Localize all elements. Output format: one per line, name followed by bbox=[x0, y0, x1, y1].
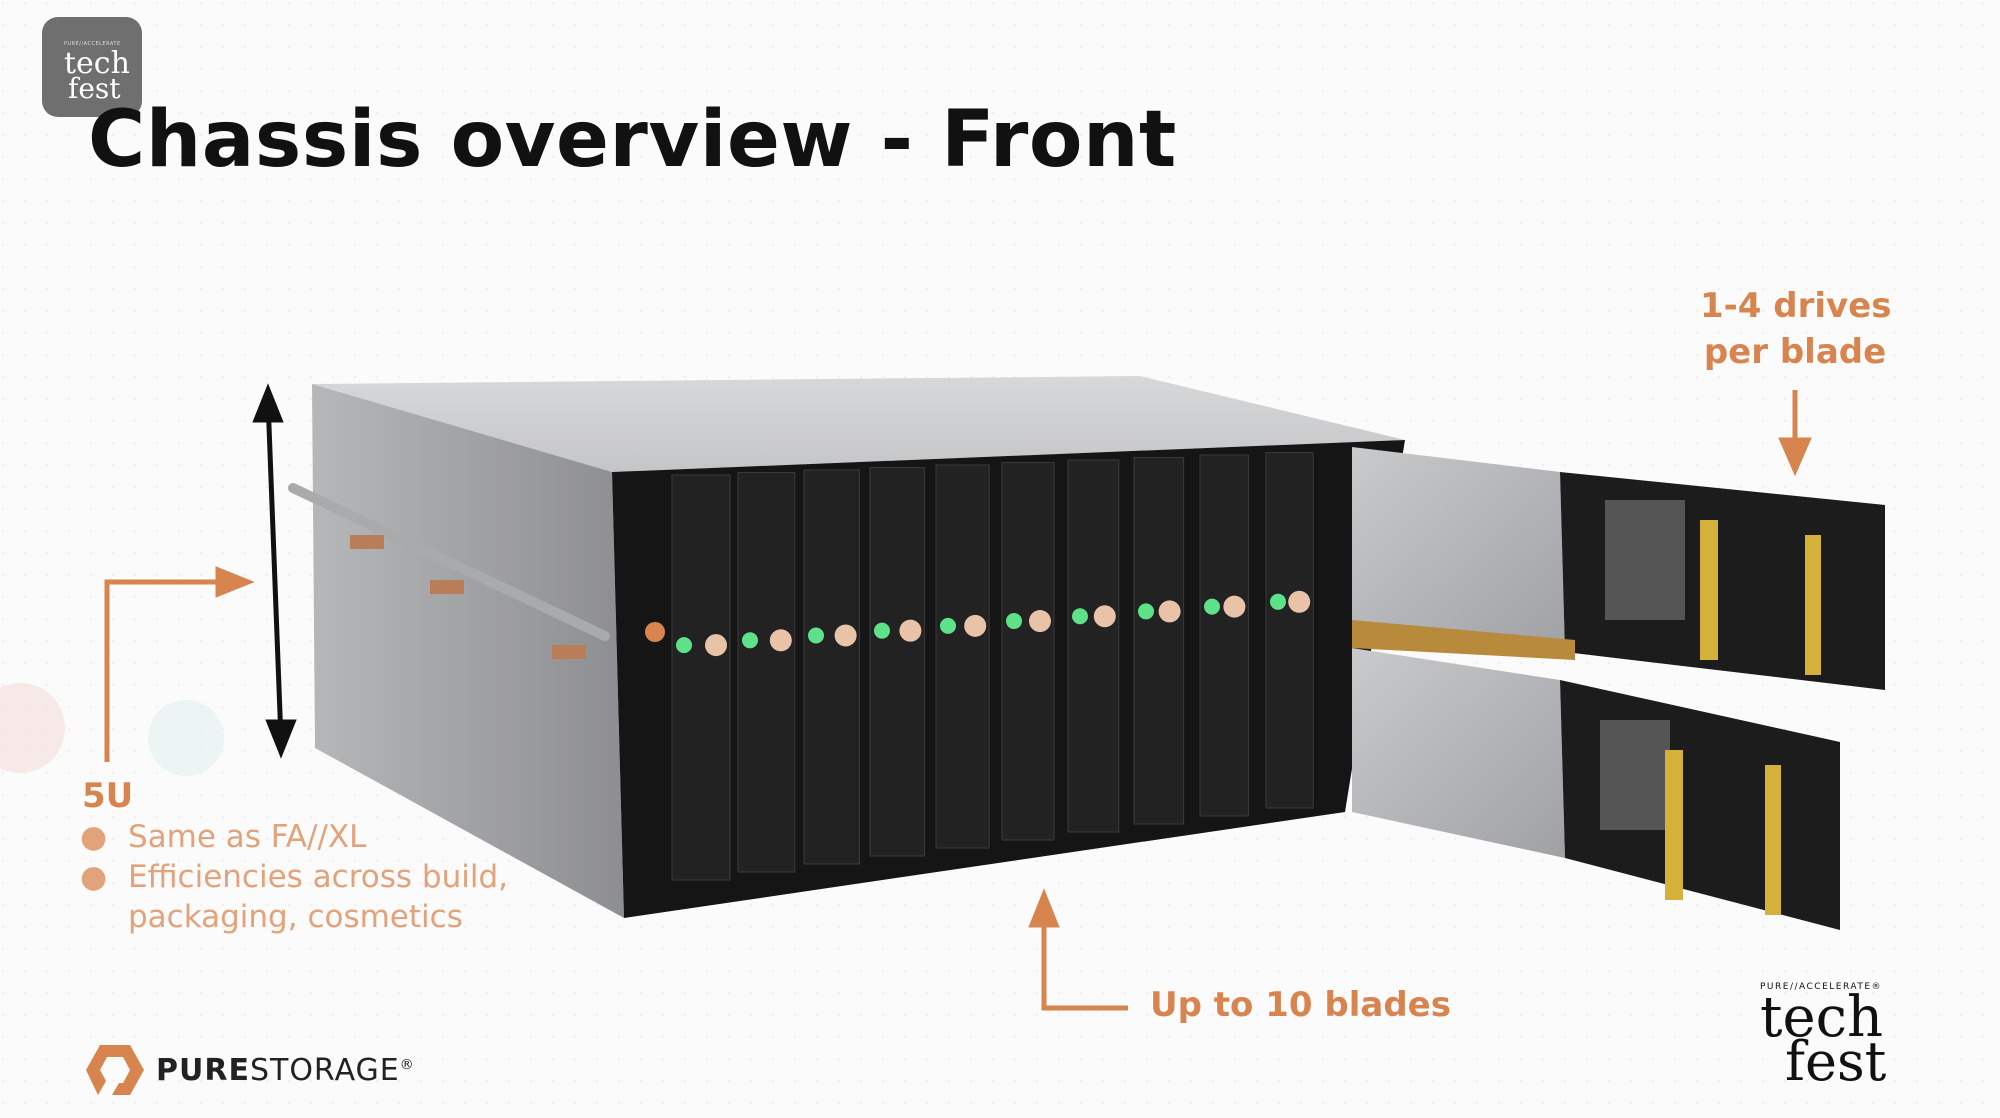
blade-slot bbox=[1265, 452, 1314, 809]
purestorage-mark-icon bbox=[86, 1045, 144, 1095]
bullet-item: ● Efficiencies across build, bbox=[80, 857, 508, 897]
blades-label: Up to 10 blades bbox=[1150, 985, 1451, 1025]
drives-label-line-1: 1-4 drives bbox=[1700, 286, 1892, 326]
height-label: 5U bbox=[82, 776, 134, 816]
slide-title: Chassis overview - Front bbox=[88, 95, 1177, 185]
extended-blade-lower bbox=[1352, 648, 1840, 930]
badge-small-text: PURE//ACCELERATE bbox=[64, 41, 121, 47]
status-led-icon bbox=[808, 627, 824, 644]
bullet-item-continuation: packaging, cosmetics bbox=[80, 897, 508, 937]
blade-slot bbox=[737, 472, 796, 873]
status-led-icon bbox=[1270, 593, 1286, 610]
drives-label-line-2: per blade bbox=[1703, 332, 1887, 372]
techfest-line-2: fest bbox=[1785, 1030, 1887, 1093]
rail-handle bbox=[288, 483, 610, 641]
bullet-dot-icon: ● bbox=[80, 859, 108, 895]
techfest-badge-logo: PURE//ACCELERATE tech fest bbox=[42, 17, 142, 117]
blade-latch-icon bbox=[1029, 610, 1051, 633]
bullet-text: Efficiencies across build, bbox=[128, 859, 508, 895]
feature-bullet-list: ● Same as FA//XL ● Efficiencies across b… bbox=[80, 817, 508, 937]
blade-latch-icon bbox=[1223, 595, 1246, 618]
blade-slot bbox=[1199, 454, 1249, 817]
drives-callout-arrow bbox=[1778, 390, 1812, 477]
blade-latch-icon bbox=[1288, 590, 1311, 613]
blade-latch-icon bbox=[1093, 605, 1116, 628]
blade-slot bbox=[1001, 462, 1055, 841]
blade-latch-icon bbox=[769, 629, 792, 652]
status-led-icon bbox=[940, 617, 956, 634]
blade-latch-icon bbox=[705, 634, 727, 657]
bullet-item: ● Same as FA//XL bbox=[80, 817, 508, 857]
blade-slot bbox=[935, 464, 990, 849]
status-led-icon bbox=[874, 622, 890, 639]
blade-slot bbox=[1133, 457, 1185, 825]
blade-latch-icon bbox=[1158, 600, 1181, 623]
blade-slot bbox=[1067, 459, 1120, 833]
blade-slot bbox=[869, 467, 925, 857]
extended-blade-upper bbox=[1352, 447, 1885, 690]
status-led-icon bbox=[676, 637, 692, 654]
techfest-small-text: PURE//ACCELERATE® bbox=[1760, 982, 1883, 992]
chassis-side-panel bbox=[312, 384, 624, 918]
height-callout-arrow bbox=[104, 566, 255, 762]
drives-per-blade-label: 1-4 drives per blade bbox=[1700, 283, 1892, 375]
blade-latch-icon bbox=[834, 624, 857, 647]
status-led-icon bbox=[1006, 613, 1022, 630]
techfest-line-1: tech bbox=[1760, 985, 1884, 1050]
bullet-text: packaging, cosmetics bbox=[128, 899, 463, 935]
status-led-icon bbox=[1204, 598, 1220, 615]
badge-line-2: fest bbox=[68, 72, 121, 105]
blade-slots bbox=[671, 452, 1314, 881]
status-led-icon bbox=[1138, 603, 1154, 620]
bullet-text: Same as FA//XL bbox=[128, 819, 367, 855]
blade-latch-icon bbox=[964, 614, 987, 637]
purestorage-logo: PURESTORAGE® bbox=[86, 1043, 415, 1097]
blades-callout-arrow bbox=[1028, 888, 1128, 1011]
height-arrow bbox=[252, 383, 297, 759]
blade-slot bbox=[671, 474, 731, 881]
chassis-top-panel bbox=[312, 376, 1405, 472]
status-led-icon bbox=[1072, 608, 1088, 625]
blade-latch-icon bbox=[899, 619, 922, 642]
purestorage-wordmark: PURESTORAGE® bbox=[156, 1052, 415, 1088]
blade-slot bbox=[803, 469, 861, 865]
badge-line-1: tech bbox=[64, 46, 130, 81]
status-led-icon bbox=[742, 632, 758, 649]
bullet-dot-icon: ● bbox=[80, 819, 108, 855]
techfest-logo: PURE//ACCELERATE® tech fest bbox=[1755, 980, 1925, 1100]
